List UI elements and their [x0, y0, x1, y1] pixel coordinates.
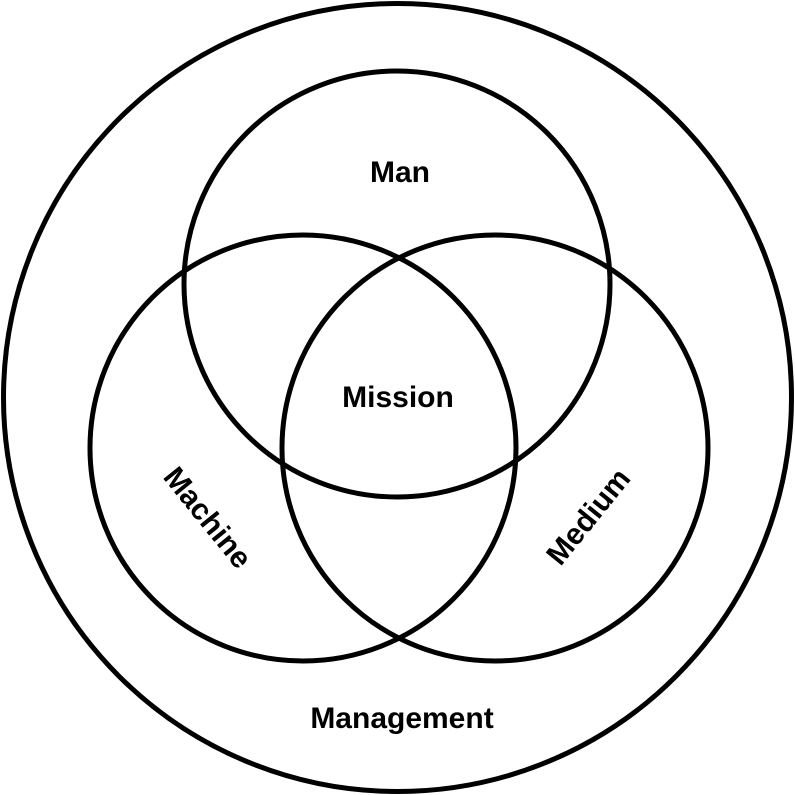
label-medium: Medium — [540, 463, 637, 572]
circle-machine — [87, 232, 519, 664]
label-man: Man — [370, 156, 430, 189]
label-management: Management — [310, 702, 493, 735]
label-mission: Mission — [342, 381, 454, 414]
label-machine: Machine — [157, 461, 258, 575]
circle-medium — [279, 232, 711, 664]
circle-man — [181, 68, 613, 500]
